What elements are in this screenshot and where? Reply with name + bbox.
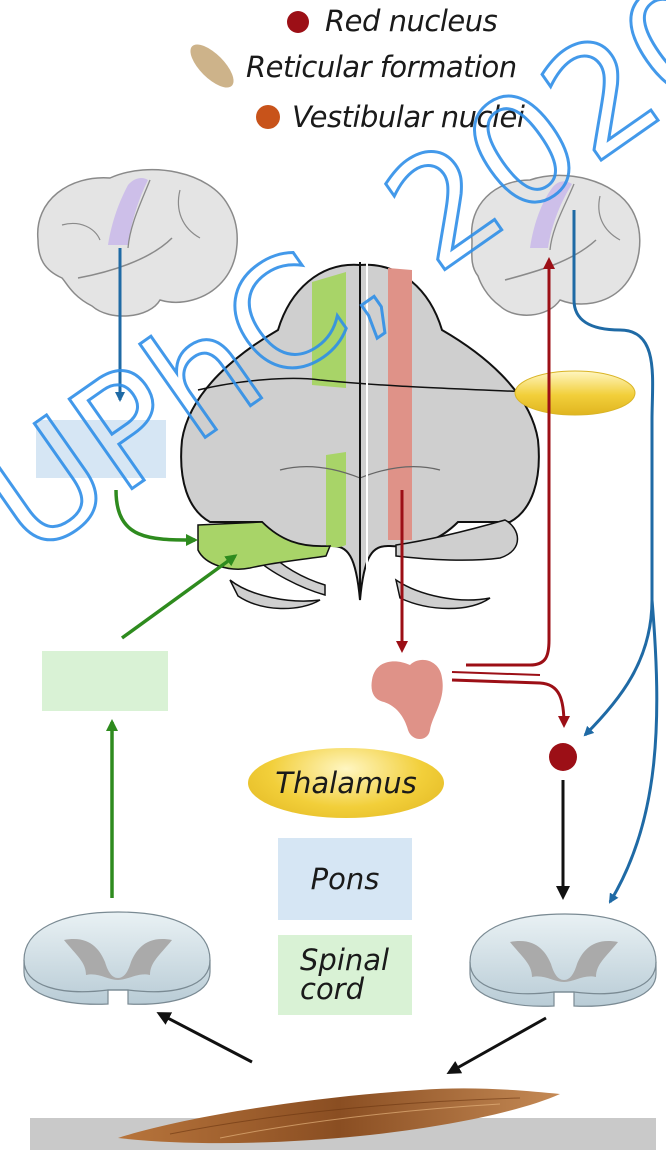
vestibular-nuclei-legend-marker: [256, 105, 280, 129]
key-thalamus: Thalamus: [248, 748, 444, 818]
right-brain-icon: [472, 175, 640, 315]
left-brain-icon: [38, 170, 237, 316]
red-path-to-nucleus: [452, 680, 564, 725]
legend-reticular-formation-label: Reticular formation: [246, 50, 517, 84]
spinal-cord-region-box: [42, 651, 168, 711]
black-path-cord-to-muscle: [450, 1018, 546, 1072]
red-path-parallel: [452, 672, 540, 675]
red-nucleus-dot: [549, 743, 577, 771]
left-spinal-cord-section-icon: [24, 912, 210, 1004]
key-spinal-cord-label-line2: cord: [300, 975, 364, 1004]
key-spinal-cord: Spinal cord: [278, 935, 412, 1015]
legend-red-nucleus-label: Red nucleus: [325, 4, 497, 38]
thalamus-region-ellipse: [515, 371, 635, 415]
vestibular-nuclei-body: [372, 660, 443, 739]
key-spinal-cord-label-line1: Spinal: [300, 946, 389, 975]
right-spinal-cord-section-icon: [470, 914, 656, 1006]
green-path-pons-to-cerebellum: [116, 490, 195, 540]
blue-path-to-cord: [610, 600, 657, 902]
key-thalamus-label: Thalamus: [275, 769, 416, 798]
red-nucleus-legend-marker: [287, 11, 309, 33]
key-pons-label: Pons: [311, 865, 380, 894]
legend-vestibular-nuclei-label: Vestibular nuclei: [292, 100, 524, 134]
pons-region-box: [36, 420, 166, 478]
key-pons: Pons: [278, 838, 412, 920]
reticular-formation-legend-marker: [184, 38, 241, 95]
green-path-spinal-to-cerebellum: [122, 556, 235, 638]
black-path-to-left-cord: [160, 1014, 252, 1062]
